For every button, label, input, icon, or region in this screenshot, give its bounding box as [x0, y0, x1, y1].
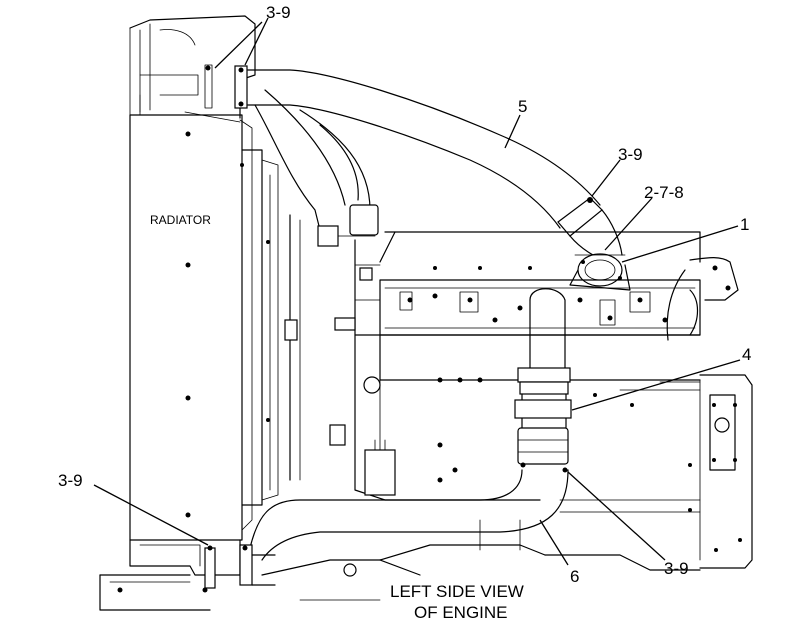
label-item-6: 6: [570, 567, 579, 586]
label-radiator: RADIATOR: [150, 213, 211, 227]
water-pump-pipe: [514, 288, 572, 473]
label-item-1: 1: [740, 215, 749, 234]
caption-line-2: OF ENGINE: [414, 603, 508, 622]
label-item-2-7-8: 2-7-8: [644, 183, 684, 202]
bypass-hose: [254, 89, 379, 247]
view-caption: LEFT SIDE VIEW OF ENGINE: [390, 582, 524, 622]
callout-labels: 3-9 5 3-9 2-7-8 1 4 3-9 3-9 6 RADIATOR: [58, 3, 751, 586]
upper-coolant-pipe: [204, 64, 623, 263]
label-bottom-3-9: 3-9: [664, 559, 689, 578]
caption-line-1: LEFT SIDE VIEW: [390, 582, 524, 601]
label-item-4: 4: [742, 345, 751, 364]
label-mid-3-9: 3-9: [618, 145, 643, 164]
radiator-assembly: [129, 15, 279, 576]
flywheel-housing: [559, 374, 753, 569]
leader-lines: [93, 17, 741, 566]
engine-block: [284, 214, 701, 501]
thermostat-housing: [569, 253, 631, 291]
lower-coolant-pipe: [204, 469, 569, 589]
label-left-3-9: 3-9: [58, 471, 83, 490]
label-top-3-9: 3-9: [266, 3, 291, 22]
base-frame: [99, 27, 701, 611]
right-outlet: [666, 257, 739, 341]
label-item-5: 5: [518, 97, 527, 116]
